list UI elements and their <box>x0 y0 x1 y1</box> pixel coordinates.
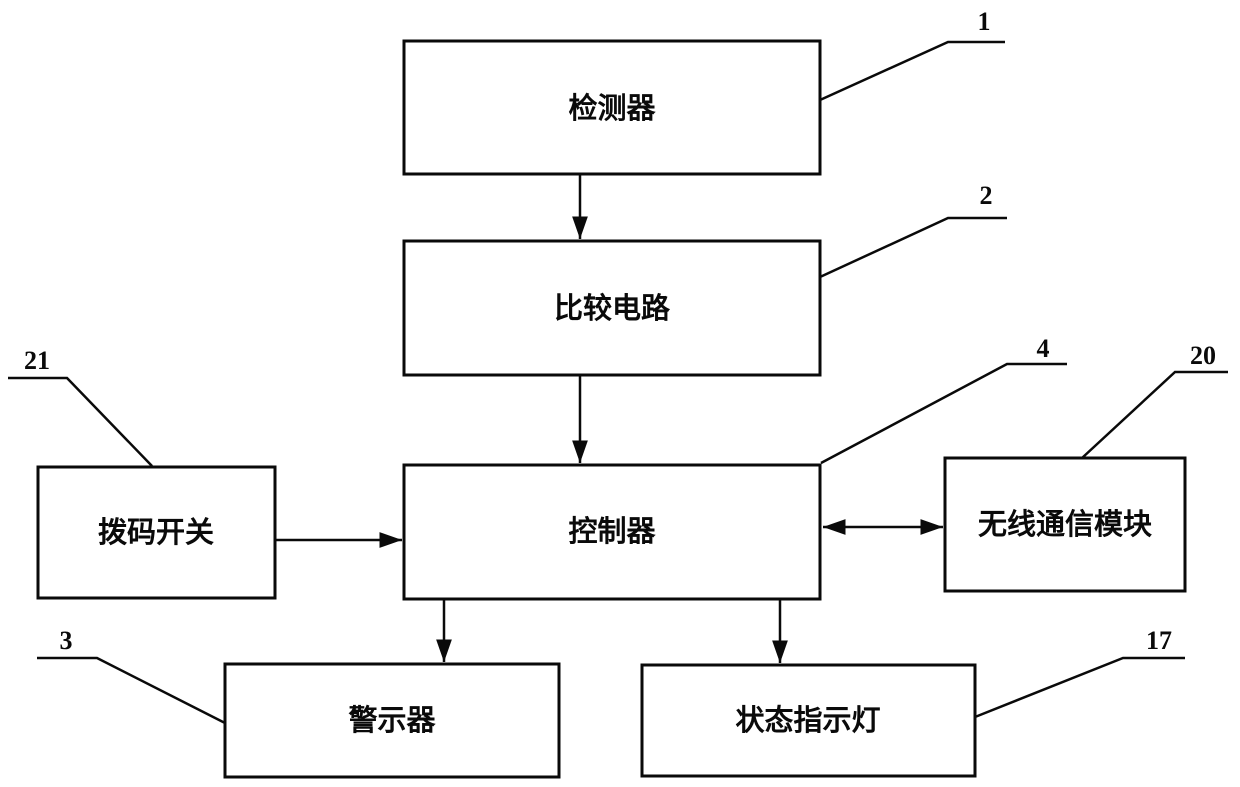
ref-number-controller: 4 <box>1037 334 1050 363</box>
ref-number-comparison-circuit: 2 <box>980 181 993 210</box>
leader-line-ref-21 <box>8 376 153 467</box>
ref-number-wireless-comm-module: 20 <box>1190 341 1216 370</box>
node-label-dip-switch: 拨码开关 <box>98 516 214 549</box>
node-comparison-circuit: 比较电路 <box>402 239 822 377</box>
leader-line-ref-17 <box>974 656 1185 719</box>
leader-line-ref-2 <box>819 216 1007 279</box>
node-detector: 检测器 <box>402 39 822 176</box>
node-box-detector <box>402 39 822 176</box>
ref-number-status-indicator-light: 17 <box>1146 626 1172 655</box>
leader-line-ref-3 <box>37 656 226 725</box>
node-box-alarm <box>223 662 561 779</box>
node-box-dip-switch <box>36 465 277 600</box>
leader-line-ref-20 <box>1081 370 1228 459</box>
node-status-indicator-light: 状态指示灯 <box>640 663 977 778</box>
ref-number-detector: 1 <box>978 7 991 36</box>
node-box-comparison-circuit <box>402 239 822 377</box>
node-box-status-indicator-light <box>640 663 977 778</box>
leader-line-ref-1 <box>819 40 1005 102</box>
node-label-wireless-comm-module: 无线通信模块 <box>978 508 1152 541</box>
node-label-alarm: 警示器 <box>348 704 436 737</box>
node-box-wireless-comm-module <box>943 456 1187 593</box>
node-label-controller: 控制器 <box>568 515 656 548</box>
node-box-controller <box>402 463 822 601</box>
node-wireless-comm-module: 无线通信模块 <box>943 456 1187 593</box>
leader-line-ref-4 <box>820 362 1067 465</box>
ref-number-dip-switch: 21 <box>24 346 50 375</box>
ref-number-alarm: 3 <box>60 626 73 655</box>
node-label-comparison-circuit: 比较电路 <box>554 291 671 325</box>
node-dip-switch: 拨码开关 <box>36 465 277 600</box>
node-controller: 控制器 <box>402 463 822 601</box>
node-alarm: 警示器 <box>223 662 561 779</box>
node-label-status-indicator-light: 状态指示灯 <box>735 704 880 737</box>
node-label-detector: 检测器 <box>568 91 656 125</box>
